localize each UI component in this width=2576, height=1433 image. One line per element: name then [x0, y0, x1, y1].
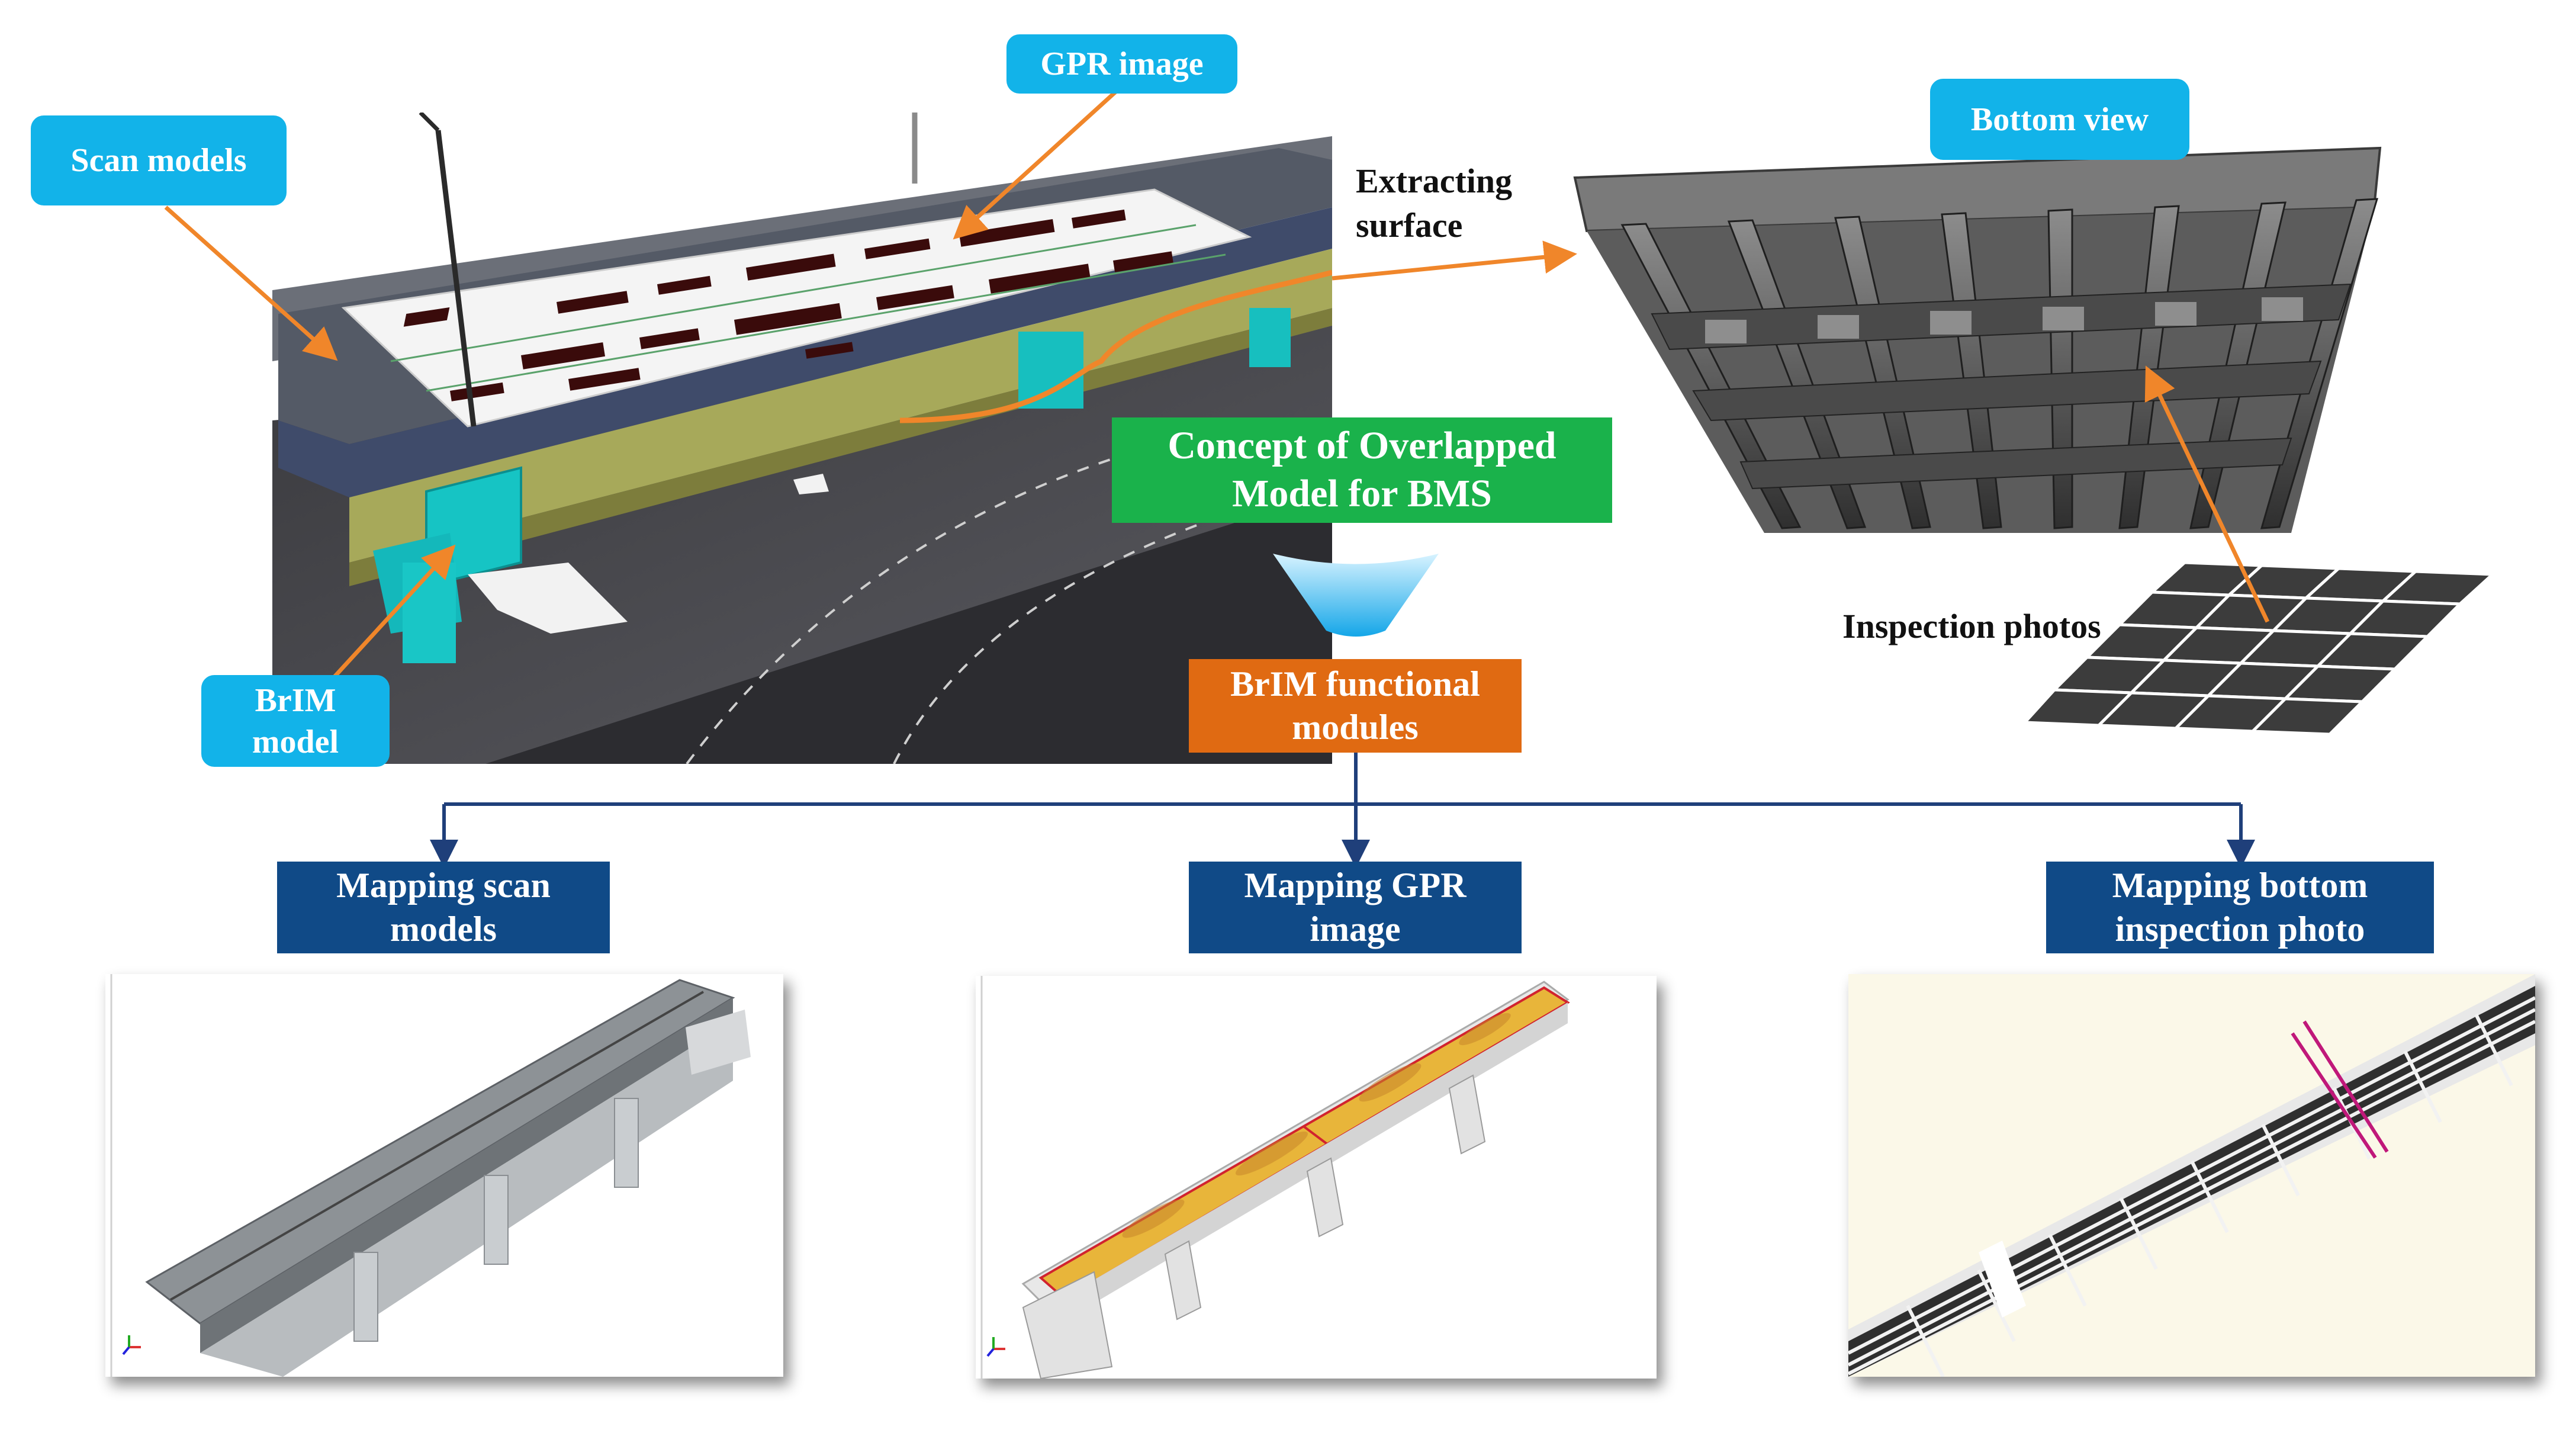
section-marker-line — [2302, 1020, 2389, 1153]
down-chevron-icon — [1273, 554, 1439, 637]
mapping-bottom-panel — [1848, 974, 2535, 1377]
mapping-scan-panel — [105, 974, 783, 1377]
brim-model-label: BrIM model — [201, 675, 390, 767]
extracting-surface-text: Extracting surface — [1356, 162, 1513, 245]
mapped-bottom-photos-illustration — [1848, 974, 2535, 1377]
bottom-view-label: Bottom view — [1930, 79, 2189, 160]
brim-modules-label: BrIM functional modules — [1189, 659, 1522, 753]
brim-model-arrow — [318, 544, 456, 695]
mapping-gpr-panel — [976, 976, 1657, 1379]
scan-scene-illustration — [272, 113, 1332, 764]
gpr-image-label: GPR image — [1006, 34, 1237, 94]
mapping-gpr-label: Mapping GPR image — [1189, 862, 1522, 953]
gpr-heatmap — [1041, 988, 1568, 1299]
mapping-scan-label: Mapping scan models — [277, 862, 610, 953]
bottom-view-illustration — [1573, 146, 2382, 533]
gpr-image-arrow — [953, 87, 1121, 240]
mapped-scan-model-illustration — [105, 974, 783, 1377]
mapping-bottom-label: Mapping bottom inspection photo — [2046, 862, 2434, 953]
scan-models-label: Scan models — [31, 115, 287, 205]
scan-models-arrow — [164, 205, 338, 361]
inspection-photos-text: Inspection photos — [1842, 607, 2101, 645]
mapped-gpr-illustration — [976, 976, 1657, 1379]
scan-scene — [272, 113, 1332, 764]
inspection-photos-arrow — [2144, 365, 2270, 623]
concept-label: Concept of Overlapped Model for BMS — [1112, 417, 1612, 523]
bottom-view-scene — [1551, 142, 2392, 557]
axis-triad-icon — [986, 1337, 1005, 1357]
inspection-photo-grid — [2025, 563, 2498, 752]
extracting-surface-arrow — [1332, 240, 1577, 281]
inspection-photo-grid-illustration — [2025, 563, 2497, 752]
axis-triad-icon — [122, 1335, 141, 1355]
